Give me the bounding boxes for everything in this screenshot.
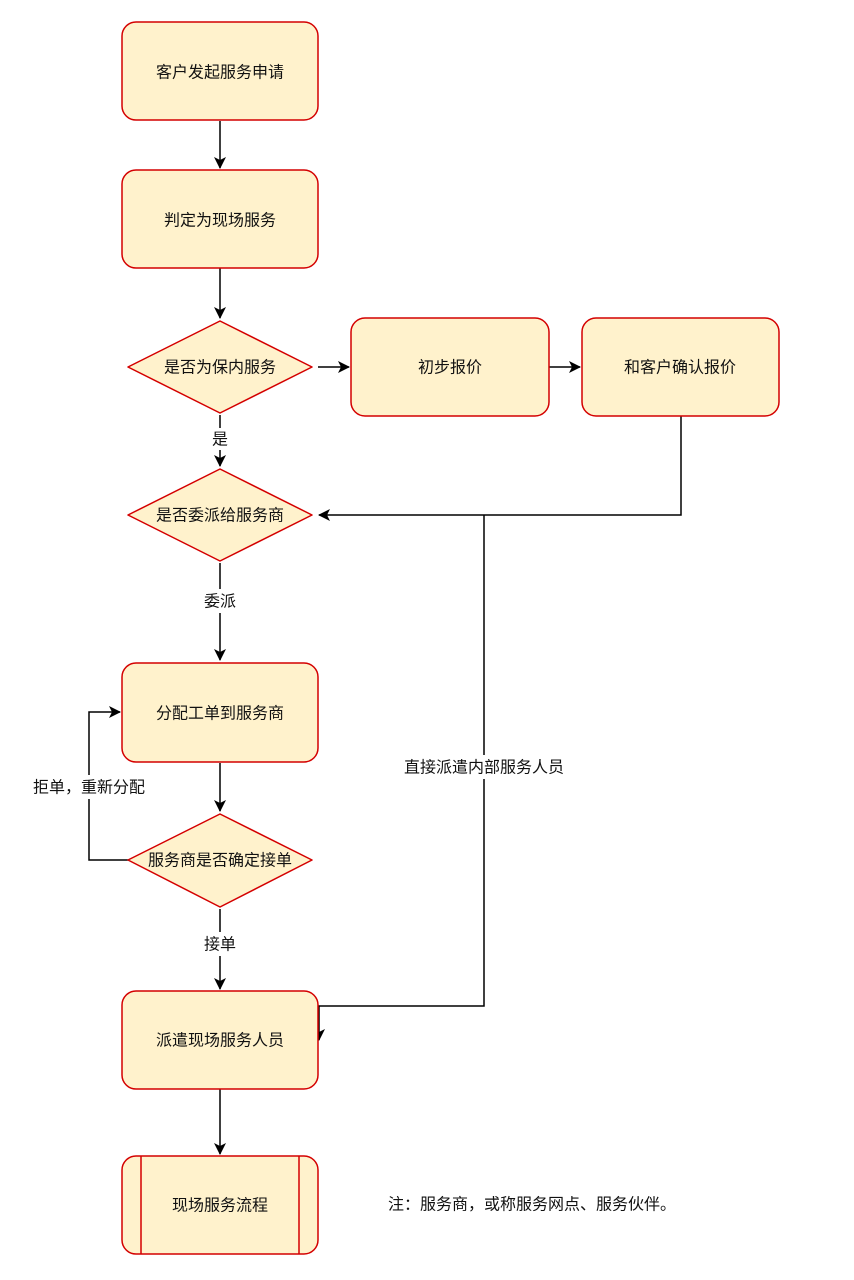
edge-label-accept: 接单 [200,932,240,956]
edge-label-direct-dispatch: 直接派遣内部服务人员 [388,755,580,779]
edge-label-yes-text: 是 [212,430,228,449]
node-dispatch[interactable]: 派遣现场服务人员 [121,990,319,1090]
decision-delegate[interactable]: 是否委派给服务商 [127,468,313,562]
edge-confirm-to-delegate [318,416,682,521]
edge-label-direct-dispatch-text: 直接派遣内部服务人员 [404,758,564,777]
node-quote-label: 初步报价 [418,358,482,377]
footnote: 注：服务商，或称服务网点、服务伙伴。 [388,1195,676,1214]
node-assign-provider[interactable]: 分配工单到服务商 [121,662,319,763]
node-judge-onsite-label: 判定为现场服务 [164,211,276,230]
node-judge-onsite[interactable]: 判定为现场服务 [121,169,319,269]
edge-label-reject: 拒单，重新分配 [20,775,160,799]
node-quote[interactable]: 初步报价 [350,317,550,417]
subprocess-onsite-flow[interactable]: 现场服务流程 [121,1155,319,1255]
subprocess-onsite-flow-label: 现场服务流程 [172,1196,268,1215]
edge-label-accept-text: 接单 [204,935,236,954]
node-confirm-quote[interactable]: 和客户确认报价 [581,317,780,417]
decision-provider-accept-label: 服务商是否确定接单 [148,851,292,870]
edge-label-yes: 是 [210,428,230,450]
node-assign-provider-label: 分配工单到服务商 [156,704,284,723]
decision-in-warranty-label: 是否为保内服务 [164,358,276,377]
decision-provider-accept[interactable]: 服务商是否确定接单 [127,813,313,908]
edge-label-delegate: 委派 [200,589,240,613]
node-request[interactable]: 客户发起服务申请 [121,21,319,121]
node-dispatch-label: 派遣现场服务人员 [156,1031,284,1050]
node-confirm-quote-label: 和客户确认报价 [624,358,736,377]
edge-label-delegate-text: 委派 [204,592,236,611]
decision-in-warranty[interactable]: 是否为保内服务 [127,320,313,414]
edge-label-reject-text: 拒单，重新分配 [33,778,145,797]
decision-delegate-label: 是否委派给服务商 [156,506,284,525]
node-request-label: 客户发起服务申请 [156,63,284,82]
